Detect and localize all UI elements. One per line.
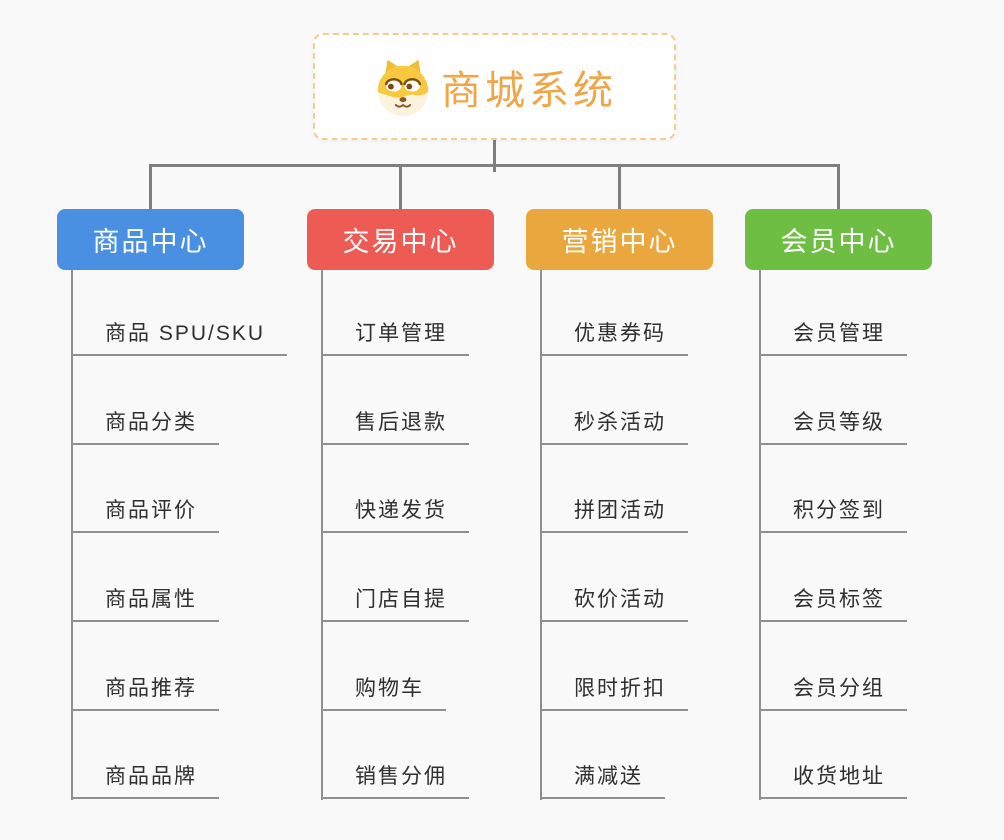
leaf-node[interactable]: 收货地址: [759, 763, 907, 799]
branch-spine-product: [71, 269, 73, 800]
leaf-node[interactable]: 售后退款: [321, 409, 469, 445]
leaf-node[interactable]: 秒杀活动: [540, 409, 688, 445]
leaf-node[interactable]: 限时折扣: [540, 675, 688, 711]
leaf-node[interactable]: 会员管理: [759, 320, 907, 356]
leaf-node[interactable]: 商品属性: [71, 586, 219, 622]
root-node[interactable]: 商城系统: [313, 33, 676, 140]
leaf-node[interactable]: 砍价活动: [540, 586, 688, 622]
connector-drop-product: [149, 164, 152, 210]
leaf-node[interactable]: 快递发货: [321, 497, 469, 533]
connector-drop-marketing: [618, 164, 621, 210]
leaf-node[interactable]: 会员等级: [759, 409, 907, 445]
leaf-node[interactable]: 商品 SPU/SKU: [71, 320, 288, 356]
leaf-node[interactable]: 商品品牌: [71, 763, 219, 799]
connector-branch-rail: [149, 164, 840, 167]
branch-spine-member: [759, 269, 761, 800]
leaf-node[interactable]: 商品推荐: [71, 675, 219, 711]
leaf-node[interactable]: 商品分类: [71, 409, 219, 445]
branch-spine-marketing: [540, 269, 542, 800]
leaf-node[interactable]: 会员标签: [759, 586, 907, 622]
leaf-node[interactable]: 商品评价: [71, 497, 219, 533]
leaf-node[interactable]: 订单管理: [321, 320, 469, 356]
leaf-node[interactable]: 积分签到: [759, 497, 907, 533]
root-title: 商城系统: [441, 68, 617, 113]
connector-drop-member: [837, 164, 840, 210]
branch-node-product-center[interactable]: 商品中心: [57, 209, 244, 270]
branch-node-member-center[interactable]: 会员中心: [745, 209, 932, 270]
leaf-node[interactable]: 满减送: [540, 763, 665, 799]
leaf-node[interactable]: 会员分组: [759, 675, 907, 711]
branch-spine-trade: [321, 269, 323, 800]
leaf-node[interactable]: 销售分佣: [321, 763, 469, 799]
connector-drop-trade: [399, 164, 402, 210]
leaf-node[interactable]: 购物车: [321, 675, 446, 711]
connector-root-trunk: [493, 140, 496, 172]
leaf-node[interactable]: 拼团活动: [540, 497, 688, 533]
leaf-node[interactable]: 优惠券码: [540, 320, 688, 356]
dog-face-icon: [372, 56, 434, 118]
branch-node-trade-center[interactable]: 交易中心: [307, 209, 494, 270]
branch-node-marketing-center[interactable]: 营销中心: [526, 209, 713, 270]
leaf-node[interactable]: 门店自提: [321, 586, 469, 622]
